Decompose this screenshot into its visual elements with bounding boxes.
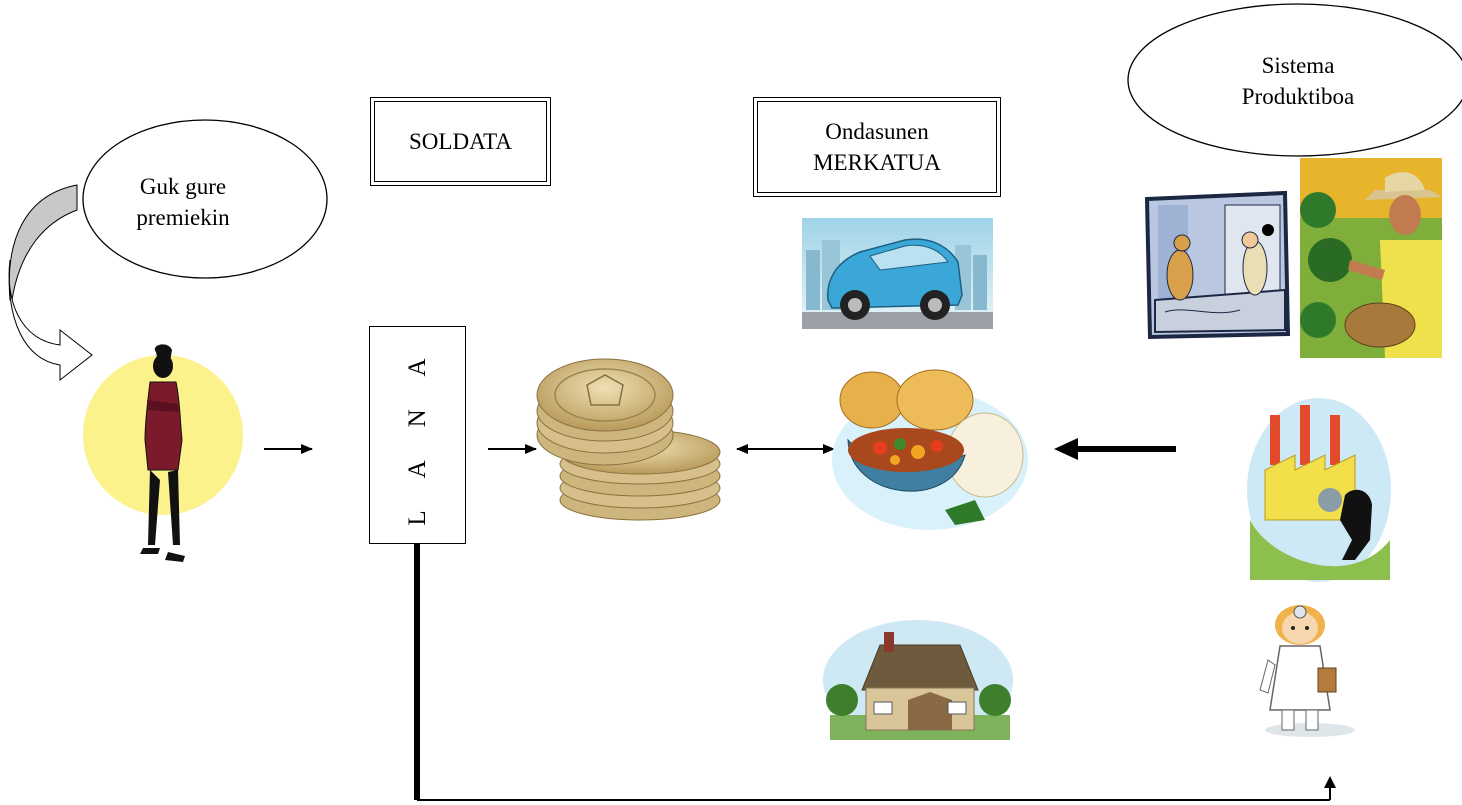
speech-label: Guk gure premiekin <box>136 174 230 230</box>
food-plate-icon <box>832 369 1028 530</box>
arrow-production-to-market <box>1054 438 1176 460</box>
production-ellipse <box>1127 3 1462 157</box>
farmer-icon <box>1300 158 1442 358</box>
speech-ellipse <box>82 119 328 279</box>
production-label: Sistema Produktiboa <box>1241 53 1355 109</box>
lana-label: L A N A <box>403 344 431 526</box>
curved-arrow <box>8 184 93 382</box>
nurse-icon <box>1259 605 1355 737</box>
factory-icon <box>1247 398 1391 582</box>
soldata-box: SOLDATA <box>370 97 551 186</box>
car-icon <box>802 218 993 329</box>
businesswoman-icon <box>83 344 243 562</box>
lana-box: L A N A <box>369 326 466 544</box>
lana-to-nurse-connector <box>414 542 1336 801</box>
house-icon <box>823 620 1013 740</box>
soldata-label: SOLDATA <box>409 129 512 154</box>
fish-workers-icon <box>1144 190 1291 340</box>
market-label: Ondasunen MERKATUA <box>813 119 941 175</box>
coins-icon <box>536 358 721 521</box>
market-box: Ondasunen MERKATUA <box>753 97 1001 197</box>
